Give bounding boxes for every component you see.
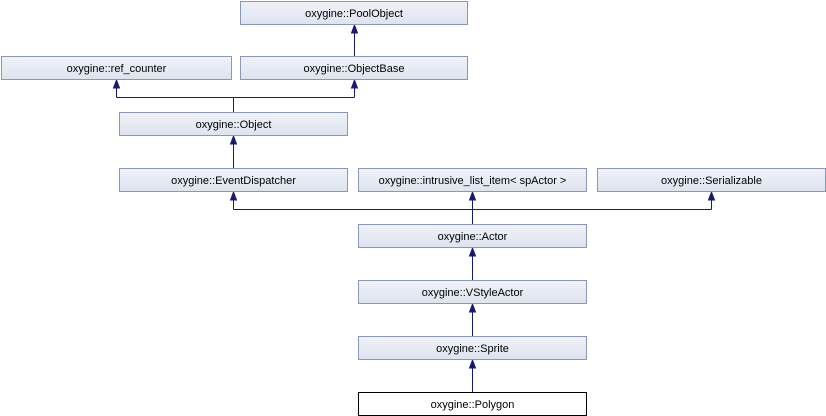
arrowhead (707, 190, 716, 201)
edge-sprite (468, 302, 477, 336)
class-node-label: oxygine::Actor (438, 231, 508, 243)
edge-eventdispatcher (229, 134, 238, 168)
class-node-sprite[interactable]: oxygine::Sprite (358, 336, 587, 360)
class-node-polygon[interactable]: oxygine::Polygon (358, 392, 587, 416)
arrowhead (229, 134, 238, 145)
class-node-eventdispatcher[interactable]: oxygine::EventDispatcher (119, 168, 348, 192)
edge-line (233, 200, 712, 224)
class-node-label: oxygine::PoolObject (305, 8, 403, 20)
arrowhead (229, 190, 238, 201)
class-node-label: oxygine::VStyleActor (422, 287, 524, 299)
class-node-vstyleactor[interactable]: oxygine::VStyleActor (358, 280, 587, 304)
class-node-label: oxygine::Object (196, 119, 272, 131)
arrowhead (350, 23, 359, 34)
edge-objectbase (350, 23, 359, 56)
class-node-box (240, 56, 468, 80)
class-node-box (240, 1, 468, 25)
class-node-label: oxygine::ObjectBase (304, 63, 405, 75)
arrowhead (468, 190, 477, 201)
edge-line (116, 88, 355, 112)
class-node-box (358, 168, 587, 192)
class-node-poolobject[interactable]: oxygine::PoolObject (240, 1, 468, 25)
class-node-actor[interactable]: oxygine::Actor (358, 224, 587, 248)
class-node-intrusive[interactable]: oxygine::intrusive_list_item< spActor > (358, 168, 587, 192)
arrowhead (468, 246, 477, 257)
class-node-object[interactable]: oxygine::Object (119, 112, 348, 136)
edge-polygon (468, 358, 477, 392)
arrowhead (112, 78, 121, 89)
class-node-box (1, 56, 232, 80)
class-node-ref-counter[interactable]: oxygine::ref_counter (1, 56, 232, 80)
class-node-label: oxygine::Serializable (661, 175, 762, 187)
edge-vstyleactor (468, 246, 477, 280)
class-node-box (358, 280, 587, 304)
class-node-box (358, 336, 587, 360)
class-node-serializable[interactable]: oxygine::Serializable (597, 168, 826, 192)
class-node-box (119, 168, 348, 192)
class-node-objectbase[interactable]: oxygine::ObjectBase (240, 56, 468, 80)
arrowhead (350, 78, 359, 89)
arrowhead (468, 302, 477, 313)
class-node-label: oxygine::intrusive_list_item< spActor > (379, 175, 567, 187)
class-node-label: oxygine::Sprite (436, 343, 509, 355)
class-node-label: oxygine::ref_counter (67, 63, 167, 75)
inheritance-edges (112, 23, 716, 392)
class-node-box (119, 112, 348, 136)
edge-actor (229, 190, 716, 224)
edge-object (112, 78, 359, 112)
class-node-label: oxygine::Polygon (431, 399, 515, 411)
class-node-label: oxygine::EventDispatcher (171, 175, 296, 187)
arrowhead (468, 358, 477, 369)
class-node-box (358, 224, 587, 248)
